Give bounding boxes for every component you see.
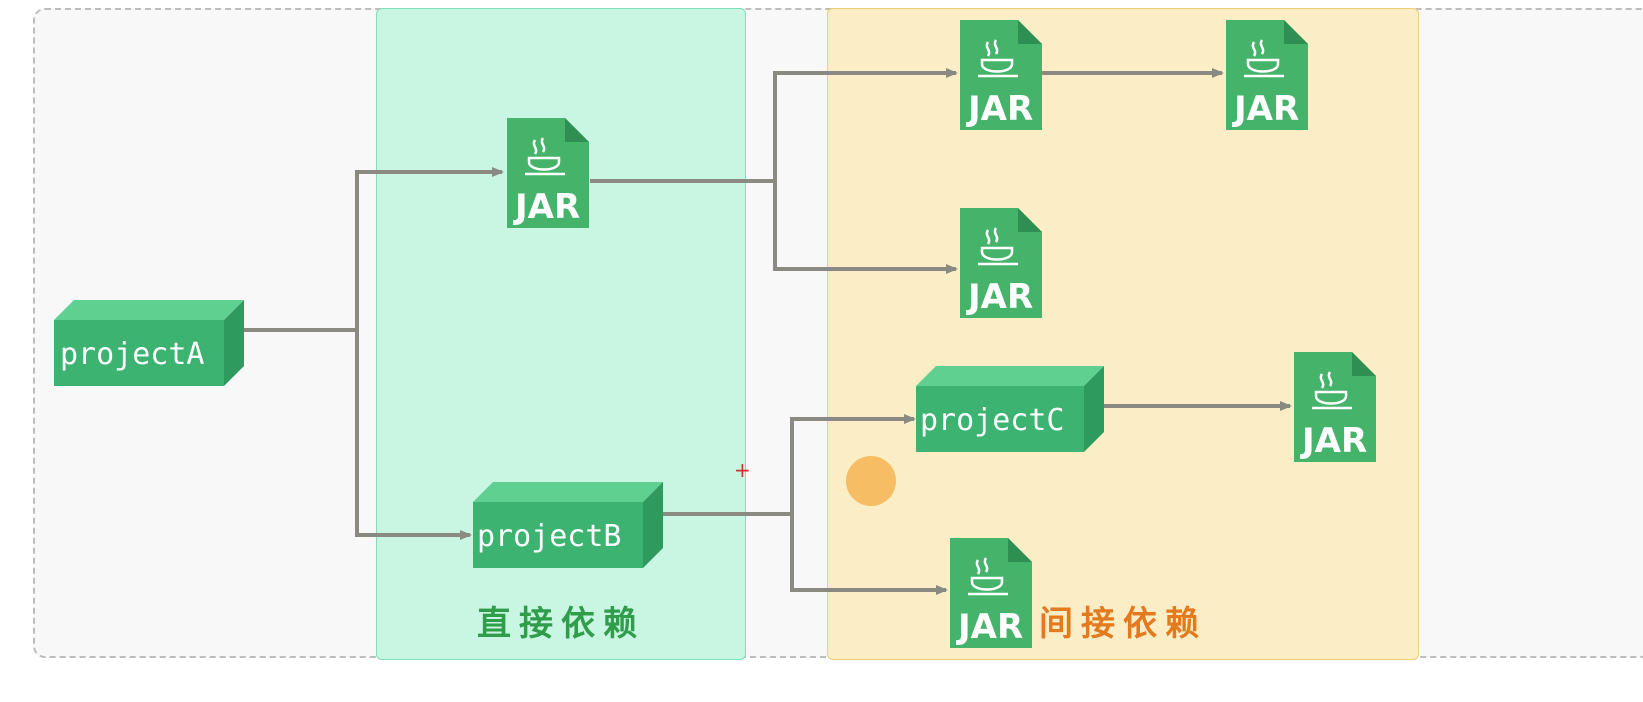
- jar-file-icon: JAR: [505, 116, 591, 230]
- jar-label: JAR: [956, 607, 1023, 647]
- projectC-node: projectC: [916, 366, 1104, 452]
- jar-label: JAR: [1300, 421, 1367, 461]
- jar-file-icon: JAR: [948, 536, 1034, 650]
- jar-file-icon: JAR: [1292, 350, 1378, 464]
- jar-label: JAR: [966, 277, 1033, 317]
- edge-projectA-to-projectB: [355, 330, 472, 540]
- edge-jar-to-jar-top: [773, 68, 958, 181]
- indirect-dependency-label: 间接依赖: [1039, 604, 1207, 644]
- crosshair-icon: +: [734, 458, 751, 482]
- edge-jar-to-jar-middle: [773, 181, 958, 274]
- edge-projectA-to-jar: [355, 167, 504, 330]
- projectA-node: projectA: [54, 300, 244, 386]
- jar-label: JAR: [513, 187, 580, 227]
- connectors: [243, 68, 1292, 595]
- jar-label: JAR: [1232, 89, 1299, 129]
- projectA-label: projectA: [60, 337, 205, 372]
- cursor-highlight-icon: [846, 456, 896, 506]
- direct-dependency-label: 直接依赖: [477, 604, 645, 644]
- projectB-label: projectB: [477, 519, 622, 554]
- jar-label: JAR: [966, 89, 1033, 129]
- jar-file-icon: JAR: [1224, 18, 1310, 132]
- edge-projectB-to-projectC: [790, 414, 916, 514]
- jar-file-icon: JAR: [958, 18, 1044, 132]
- projectC-label: projectC: [920, 403, 1065, 438]
- jar-file-icon: JAR: [958, 206, 1044, 320]
- edge-projectB-to-jar-bottom: [790, 514, 948, 595]
- indirect-dependency-region: 间接依赖: [827, 8, 1419, 660]
- projectB-node: projectB: [473, 482, 663, 568]
